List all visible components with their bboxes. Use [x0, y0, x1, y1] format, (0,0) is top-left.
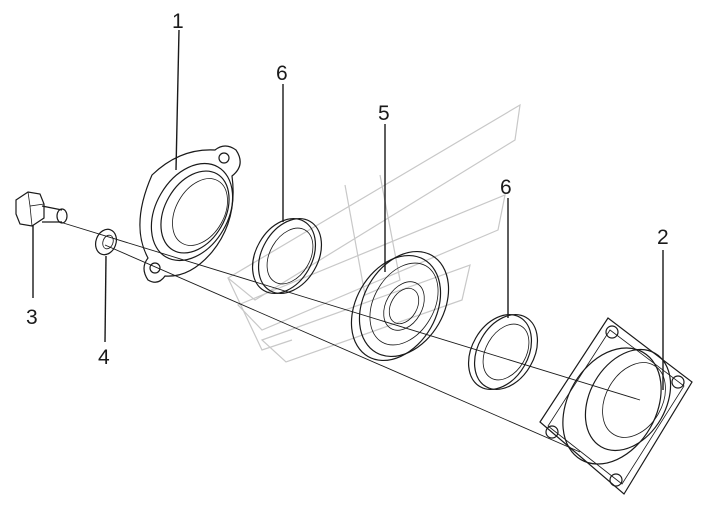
- leader-1: [175, 29, 180, 171]
- assembly-axis: [59, 221, 641, 453]
- callout-3: 3: [26, 306, 38, 329]
- leader-4: [104, 255, 107, 343]
- callout-5: 5: [378, 102, 390, 125]
- seal-ring-part-b: [467, 314, 539, 390]
- watermark-logo: [226, 103, 521, 363]
- leader-lines: [32, 29, 664, 390]
- callout-6a: 6: [276, 62, 288, 85]
- callout-2: 2: [657, 226, 669, 249]
- washer-part: [95, 228, 117, 256]
- flange-housing-part: [539, 317, 693, 495]
- bearing-part: [350, 250, 450, 362]
- callout-1: 1: [172, 10, 184, 33]
- seal-ring-part-a: [251, 218, 323, 294]
- callout-4: 4: [98, 346, 110, 369]
- flange-cover-part: [139, 145, 241, 283]
- bolt-part: [15, 191, 68, 227]
- callout-6b: 6: [500, 176, 512, 199]
